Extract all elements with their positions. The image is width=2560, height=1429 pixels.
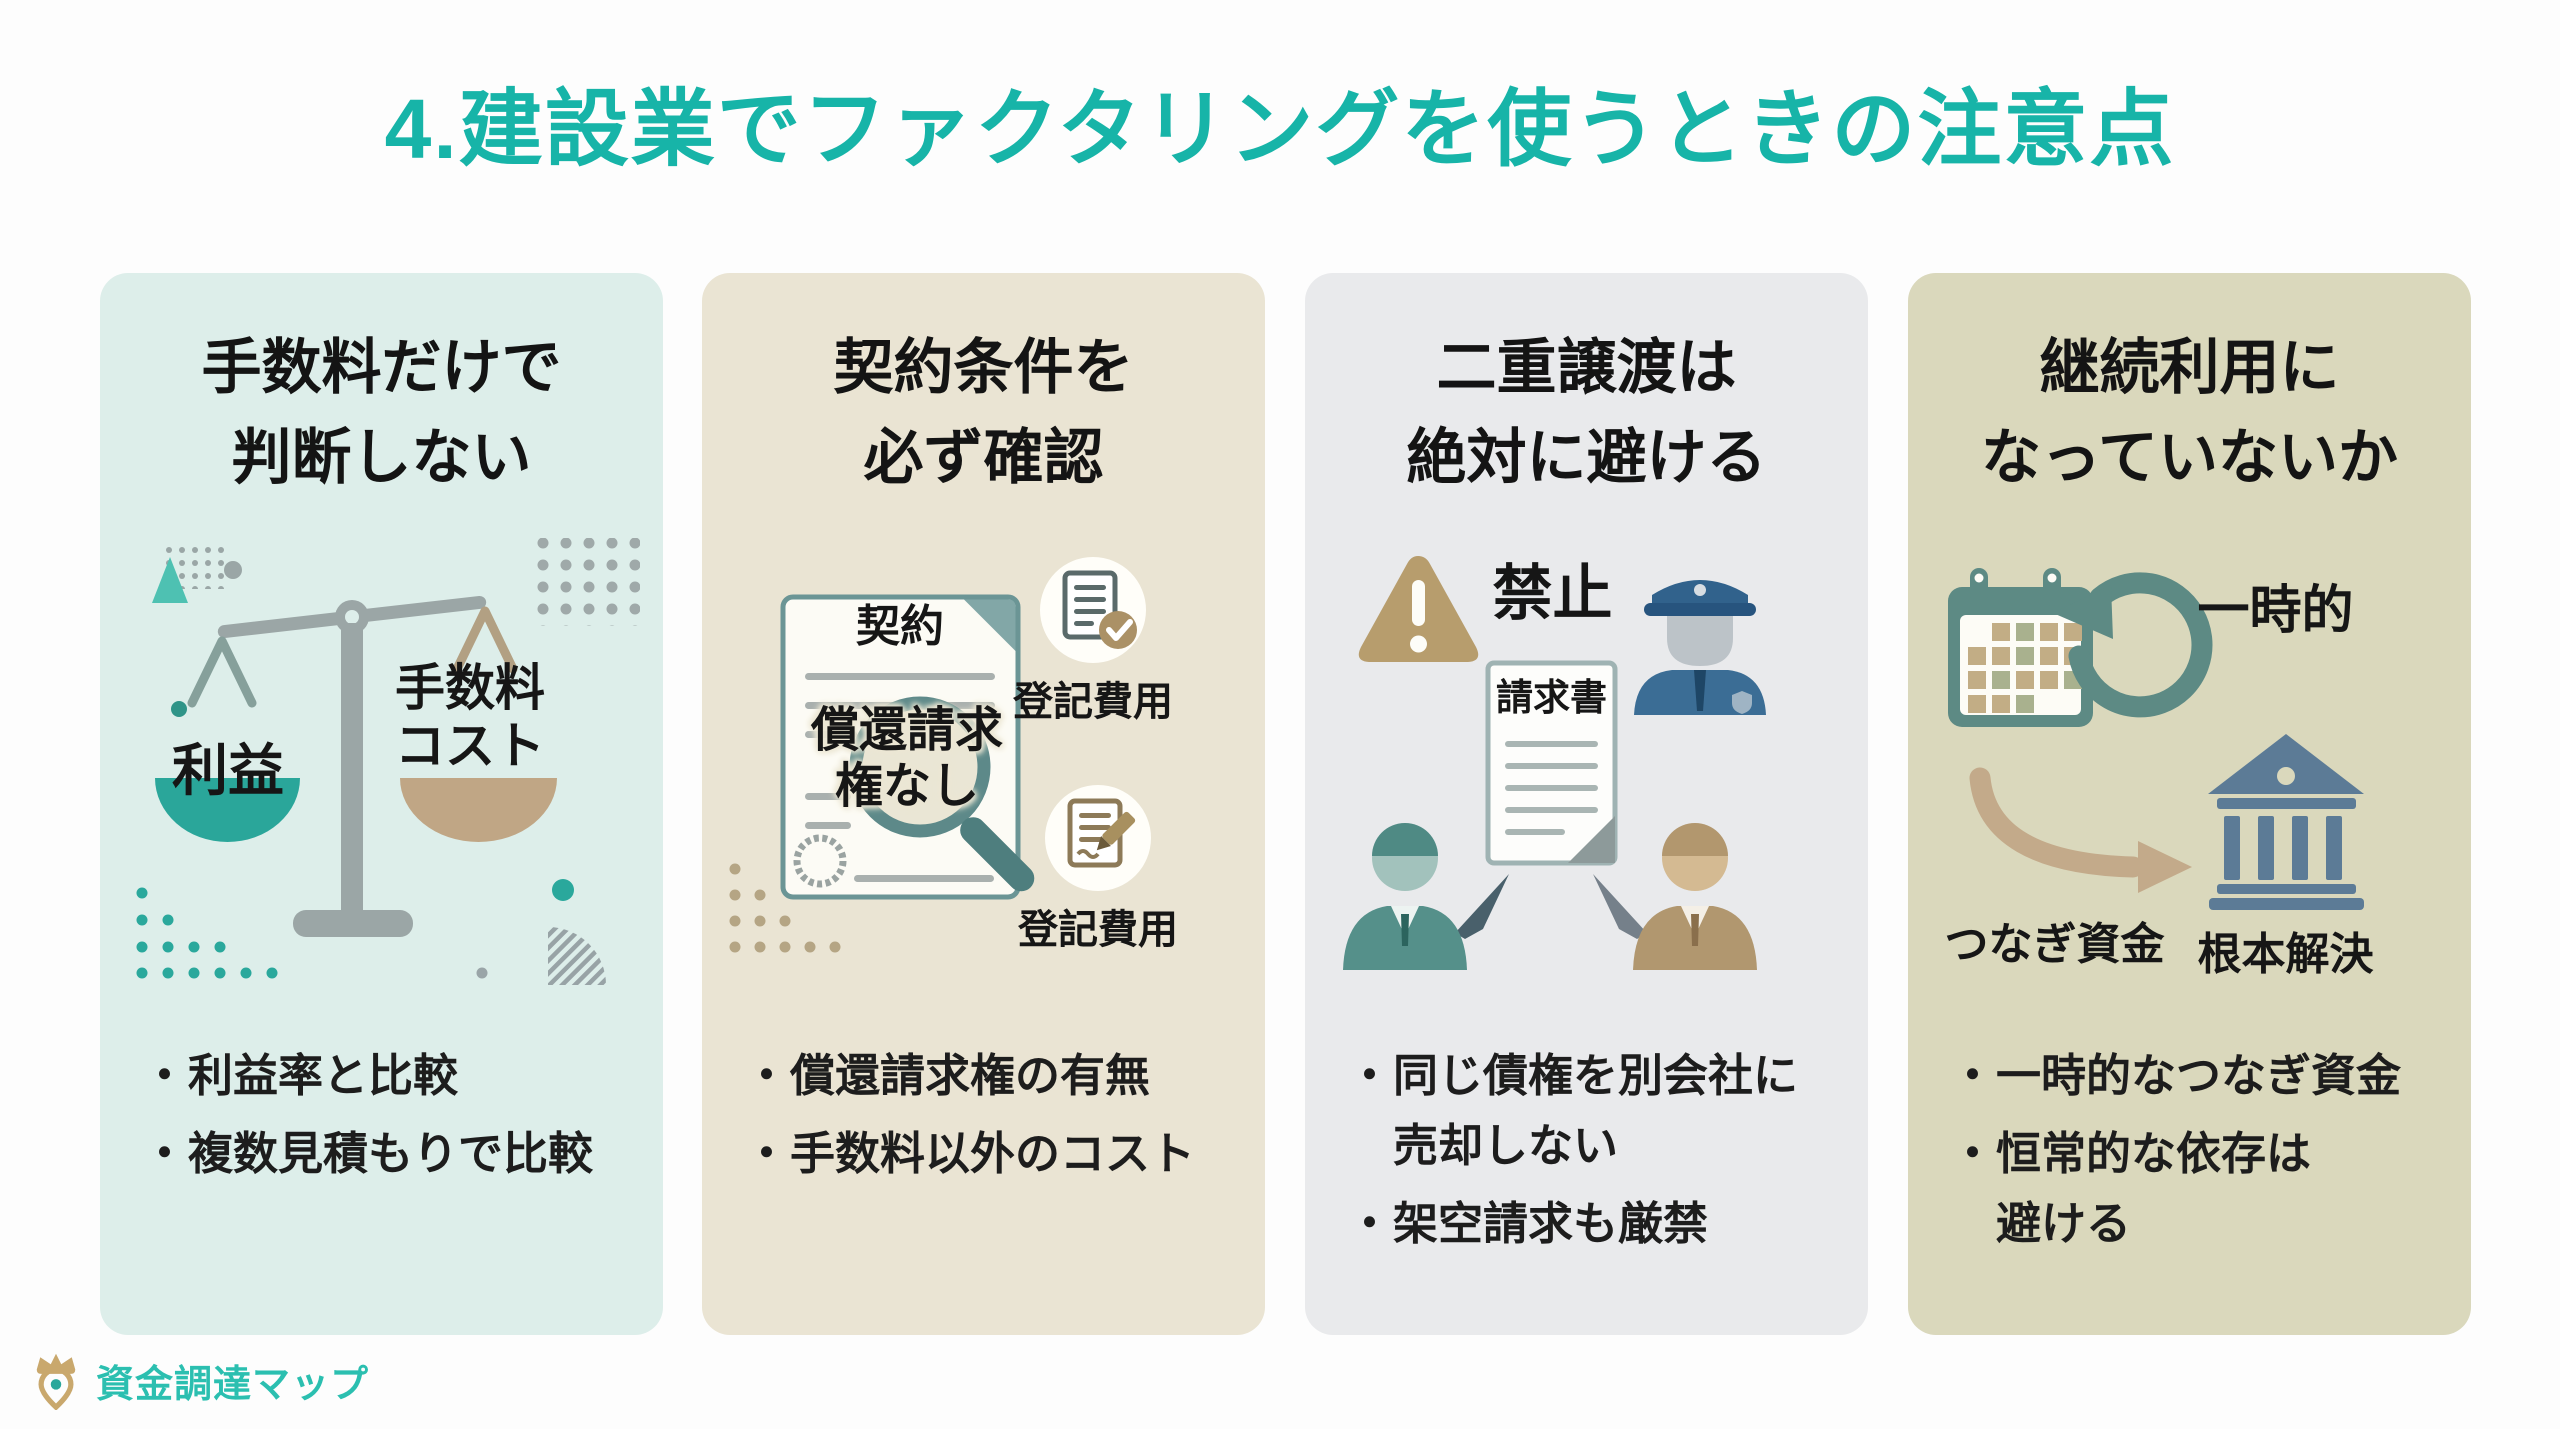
cycle-arrow-icon (2053, 572, 2213, 718)
list-item: ・ 架空請求も厳禁 (1347, 1189, 1852, 1259)
bullet-text: 一時的なつなぎ資金 (1996, 1050, 2402, 1101)
registration-check-icon (1040, 557, 1146, 663)
list-item: ・ 手数料以外のコスト (744, 1119, 1249, 1189)
ban-label: 禁止 (1492, 560, 1613, 627)
continuous-use-illustration (1948, 568, 2364, 910)
bullet-list: ・ 償還請求権の有無 ・ 手数料以外のコスト (744, 1041, 1249, 1197)
arrow-right-icon (1593, 874, 1647, 939)
pencil-icon (1096, 811, 1136, 851)
invoice-label: 請求書 (1496, 677, 1607, 718)
bullet-list: ・ 一時的なつなぎ資金 ・ 恒常的な依存は 避ける (1950, 1041, 2455, 1266)
warning-icon (1358, 556, 1479, 662)
bullet-text: 利益率と比較 (188, 1050, 459, 1101)
calendar-icon (1948, 568, 2093, 727)
deco-triangle (152, 557, 188, 603)
bank-icon (2208, 734, 2364, 910)
registration-fee-label: 登記費用 (1018, 908, 1178, 952)
no-recourse-label: 償還請求 権なし (810, 704, 1003, 813)
bullet-text: 償還請求権の有無 (790, 1050, 1151, 1101)
cost-pan (400, 778, 557, 842)
deco-dots-bottom-left (136, 887, 278, 979)
contract-check-illustration (729, 557, 1151, 953)
bullet-text: 同じ債権を別会社に 売却しない (1393, 1050, 1799, 1171)
bullet-marker: ・ (142, 1050, 188, 1101)
card-title: 契約条件を 必ず確認 (833, 334, 1134, 491)
seal-icon (793, 834, 847, 888)
deco-dots-bottom-left (729, 863, 841, 953)
bridge-arrow-icon (1969, 767, 2192, 893)
registration-fee-label: 登記費用 (1013, 680, 1173, 724)
list-item: ・ 償還請求権の有無 (744, 1041, 1249, 1111)
registration-pencil-icon (1045, 785, 1151, 891)
double-assignment-illustration (1343, 556, 1766, 970)
card-contract-terms: 契約条件を 必ず確認 契約 償還請求 権なし 登記費用 登記費用 ・ 償還請求権… (702, 273, 1265, 1335)
page-title: 4.建設業でファクタリングを使うときの注意点 (384, 82, 2176, 176)
bullet-marker: ・ (744, 1050, 790, 1101)
bullet-marker: ・ (142, 1127, 188, 1179)
bullet-marker: ・ (744, 1127, 790, 1179)
magnifier-icon (849, 696, 1035, 892)
list-item: ・ 同じ債権を別会社に 売却しない (1347, 1041, 1852, 1181)
deco-dots-top-left (152, 543, 242, 717)
list-item: ・ 一時的なつなぎ資金 (1950, 1041, 2455, 1111)
card-double-assignment: 二重譲渡は 絶対に避ける 禁止 請求書 ・ 同じ債権を別会社に 売却しない ・ … (1305, 273, 1868, 1335)
card-fee-judgement: 手数料だけで 判断しない 利益 手数料 コスト ・ 利益率と比較 ・ 複数見積も… (100, 273, 663, 1335)
temporary-label: 一時的 (2197, 582, 2354, 640)
list-item: ・ 恒常的な依存は 避ける (1950, 1119, 2455, 1259)
bullet-marker: ・ (1950, 1127, 1996, 1179)
arrow-left-icon (1455, 874, 1509, 939)
footer-logo: 資金調達マップ (28, 1348, 369, 1412)
invoice-icon (1485, 660, 1618, 866)
card-title: 手数料だけで 判断しない (201, 334, 562, 491)
bridge-funds-label: つなぎ資金 (1944, 920, 2165, 969)
logo-crown-pin-icon (36, 1353, 76, 1410)
card-title: 二重譲渡は 絶対に避ける (1406, 334, 1767, 491)
bullet-text: 手数料以外のコスト (790, 1127, 1196, 1179)
list-item: ・ 利益率と比較 (142, 1041, 647, 1111)
profit-pan (155, 778, 300, 842)
police-officer-icon (1634, 580, 1766, 715)
deco-fan (548, 927, 606, 985)
card-continuous-use: 継続利用に なっていないか 一時的 つなぎ資金 根本解決 ・ 一時的なつなぎ資金… (1908, 273, 2471, 1335)
bullet-text: 架空請求も厳禁 (1393, 1197, 1709, 1249)
deco-bottom-right (476, 879, 606, 985)
contract-label: 契約 (856, 602, 944, 651)
bullet-list: ・ 利益率と比較 ・ 複数見積もりで比較 (142, 1041, 647, 1197)
bullet-text: 恒常的な依存は 避ける (1996, 1127, 2312, 1249)
logo-text: 資金調達マップ (96, 1363, 370, 1406)
bullet-marker: ・ (1347, 1197, 1393, 1249)
bullet-text: 複数見積もりで比較 (188, 1127, 594, 1179)
card-title: 継続利用に なっていないか (1981, 334, 2398, 491)
deco-dots-top-right (528, 538, 640, 626)
businessman-teal-icon (1343, 823, 1467, 970)
bullet-marker: ・ (1950, 1050, 1996, 1101)
bullet-marker: ・ (1347, 1050, 1393, 1101)
bullet-list: ・ 同じ債権を別会社に 売却しない ・ 架空請求も厳禁 (1347, 1041, 1852, 1266)
balance-scale-illustration (136, 538, 640, 985)
list-item: ・ 複数見積もりで比較 (142, 1119, 647, 1189)
fundamental-solution-label: 根本解決 (2197, 930, 2374, 979)
check-icon (1106, 619, 1133, 641)
businessman-tan-icon (1633, 823, 1757, 970)
profit-pan-label: 利益 (172, 739, 284, 802)
cost-pan-label: 手数料 コスト (395, 660, 545, 774)
balance-scale-icon (155, 595, 557, 937)
